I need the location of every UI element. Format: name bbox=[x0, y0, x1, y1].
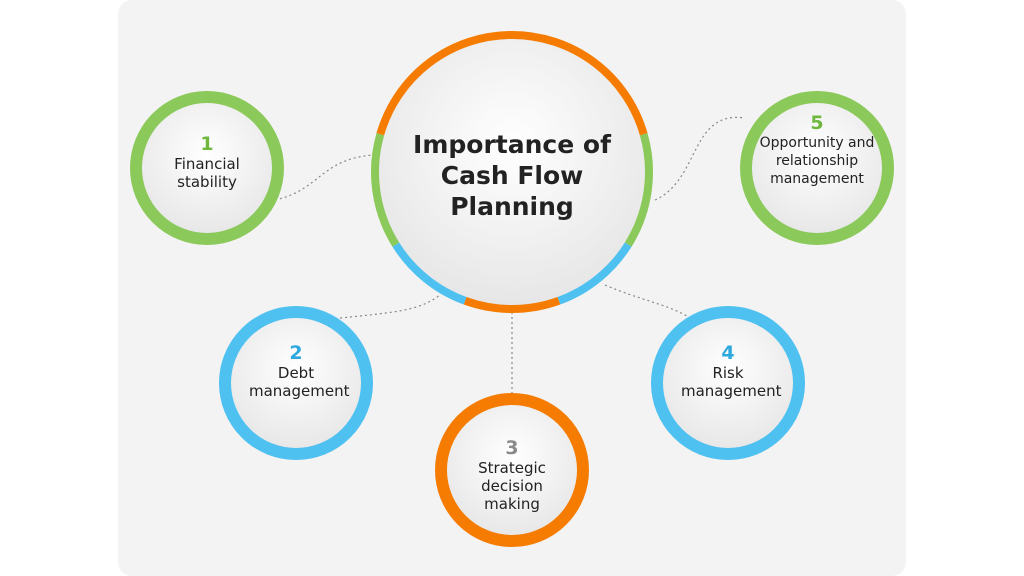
center-arc-lower-right bbox=[557, 242, 632, 305]
center-circle bbox=[376, 36, 648, 308]
node-label: Opportunity and relationship management bbox=[759, 135, 875, 187]
center-title: Importance of Cash Flow Planning bbox=[413, 130, 611, 221]
node-number: 1 bbox=[200, 133, 214, 155]
center-arc-top bbox=[376, 31, 648, 136]
node-label: Debt management bbox=[249, 364, 350, 400]
center-arc-right bbox=[624, 133, 653, 247]
node-number: 4 bbox=[721, 342, 735, 364]
connector-2 bbox=[339, 294, 441, 319]
node-label: Strategic decision making bbox=[478, 459, 546, 513]
connector-1 bbox=[274, 154, 373, 201]
node-label: Financial stability bbox=[174, 155, 240, 191]
node-circle-2 bbox=[219, 306, 373, 460]
connector-5 bbox=[654, 116, 746, 201]
node-number: 5 bbox=[810, 112, 824, 134]
node-number: 3 bbox=[505, 437, 519, 459]
node-circle-4 bbox=[651, 306, 805, 460]
node-label: Risk management bbox=[681, 364, 782, 400]
center-arc-lower-left bbox=[392, 242, 467, 305]
node-number: 2 bbox=[289, 342, 303, 364]
connector-4 bbox=[604, 284, 691, 319]
node-circle-3 bbox=[435, 393, 589, 547]
node-circle-1 bbox=[130, 91, 284, 245]
center-arc-left bbox=[371, 133, 400, 247]
node-circle-5 bbox=[740, 91, 894, 245]
center-arc-bottom bbox=[463, 296, 561, 313]
